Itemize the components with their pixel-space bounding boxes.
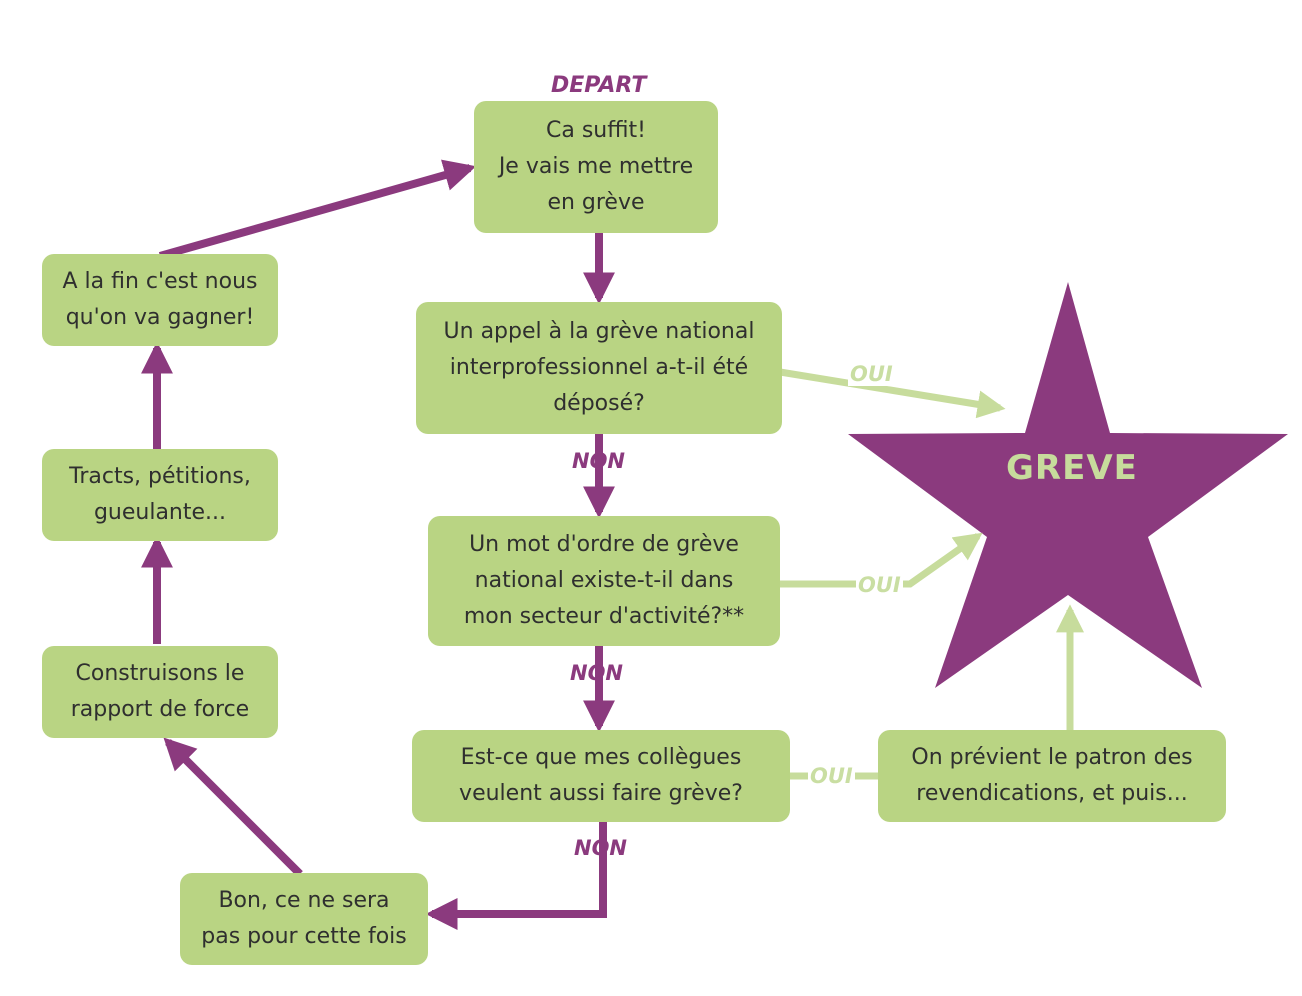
edge-label-non-2: NON — [570, 661, 624, 685]
greve-star — [848, 282, 1288, 688]
arrow-not-this-time-to-build — [163, 737, 303, 877]
edge-label-oui-1: OUI — [848, 362, 895, 386]
edge-label-non-3: NON — [574, 836, 628, 860]
arrow-win-to-start — [158, 159, 477, 260]
arrow-q2-oui — [780, 532, 983, 588]
arrow-q3-non — [425, 822, 607, 930]
edge-label-oui-3: OUI — [808, 764, 855, 788]
greve-label: GREVE — [1006, 448, 1138, 488]
node-question-colleagues: Est-ce que mes collègues veulent aussi f… — [412, 730, 790, 822]
node-build-force: Construisons le rapport de force — [42, 646, 278, 738]
node-warn-boss: On prévient le patron des revendications… — [878, 730, 1226, 822]
node-question-sector: Un mot d'ordre de grève national existe-… — [428, 516, 780, 646]
start-label: DEPART — [551, 73, 647, 98]
node-actions: Tracts, pétitions, gueulante... — [42, 449, 278, 541]
node-start: Ca suffit! Je vais me mettre en grève — [474, 101, 718, 233]
arrow-q1-oui — [779, 368, 1006, 419]
node-we-win: A la fin c'est nous qu'on va gagner! — [42, 254, 278, 346]
edge-label-non-1: NON — [572, 449, 626, 473]
node-not-this-time: Bon, ce ne sera pas pour cette fois — [180, 873, 428, 965]
edge-label-oui-2: OUI — [856, 573, 903, 597]
node-question-national-call: Un appel à la grève national interprofes… — [416, 302, 782, 434]
